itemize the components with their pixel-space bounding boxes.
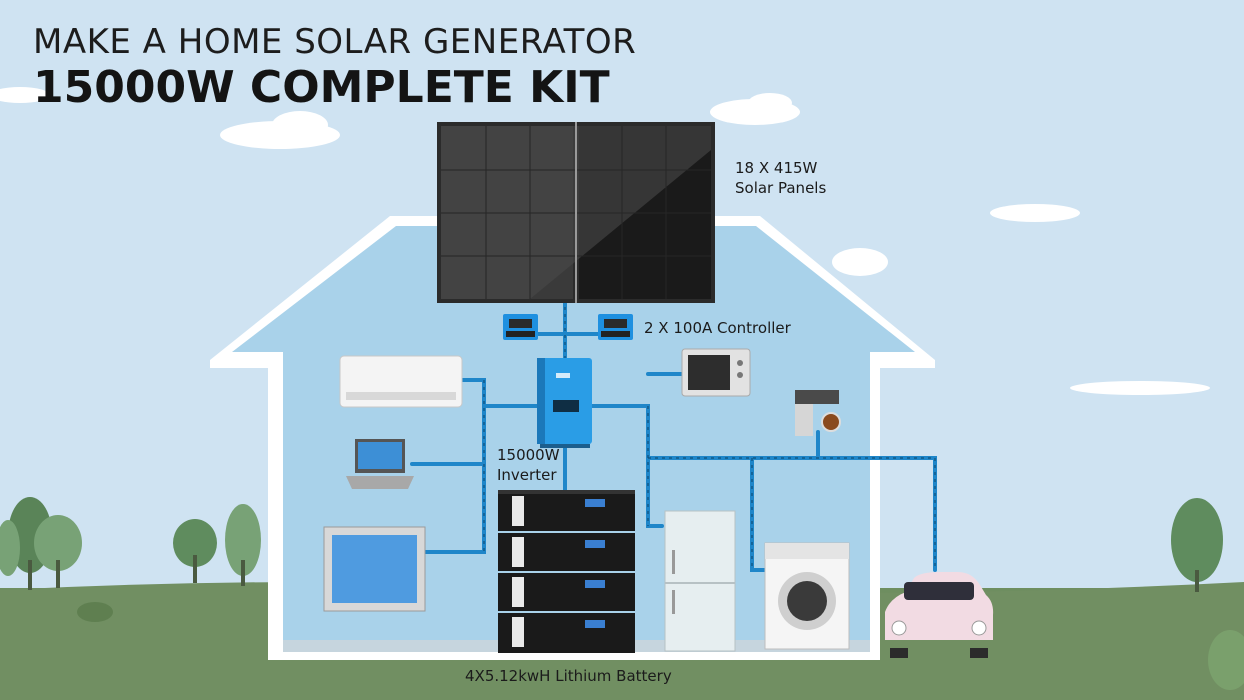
clouds xyxy=(0,87,1210,395)
controller-label: 2 X 100A Controller xyxy=(644,319,791,337)
electric-car xyxy=(885,572,994,658)
coffee-maker xyxy=(795,390,841,436)
refrigerator xyxy=(664,510,736,652)
laptop xyxy=(346,439,414,489)
panels-label-line-1: 18 X 415W xyxy=(735,159,818,177)
battery-stack xyxy=(498,490,635,653)
television xyxy=(323,526,426,612)
inverter-label-line-2: Inverter xyxy=(497,466,557,484)
trees xyxy=(0,497,1244,690)
wiring-shadow xyxy=(483,300,936,570)
washing-machine xyxy=(764,542,850,650)
inverter-label: 15000W Inverter xyxy=(497,445,560,485)
microwave xyxy=(681,348,751,397)
charge-controller-right xyxy=(598,314,633,340)
title-line-1: MAKE A HOME SOLAR GENERATOR xyxy=(33,22,637,62)
inverter xyxy=(537,358,592,448)
panels-label: 18 X 415W Solar Panels xyxy=(735,158,826,198)
charge-controller-left xyxy=(503,314,538,340)
solar-panel xyxy=(437,122,715,303)
air-conditioner xyxy=(339,355,463,408)
title-line-2: 15000W COMPLETE KIT xyxy=(33,62,610,113)
battery-label: 4X5.12kwH Lithium Battery xyxy=(465,667,672,685)
panels-label-line-2: Solar Panels xyxy=(735,179,827,197)
inverter-label-line-1: 15000W xyxy=(497,446,560,464)
